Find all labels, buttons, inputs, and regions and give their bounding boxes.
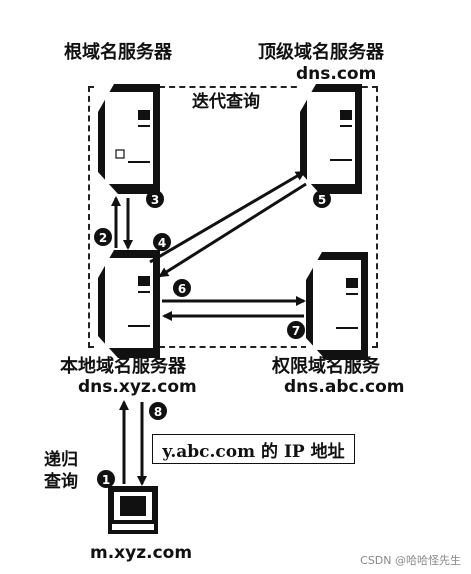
step-badge-7: 7	[287, 321, 305, 339]
svg-text:7: 7	[292, 324, 300, 338]
watermark: CSDN @哈哈怪先生	[360, 554, 461, 567]
svg-text:3: 3	[151, 193, 159, 207]
tld-server-label: 顶级域名服务器	[258, 42, 384, 63]
iterative-query-zone	[88, 86, 378, 348]
local-tld-arrows	[149, 170, 307, 278]
local-domain-label: dns.xyz.com	[78, 377, 197, 397]
root-server-label: 根域名服务器	[64, 42, 172, 63]
svg-text:6: 6	[178, 282, 186, 296]
recursive-label-line2: 查询	[44, 472, 78, 492]
svg-text:1: 1	[102, 473, 110, 487]
svg-text:5: 5	[318, 193, 326, 207]
tld-domain-label: dns.com	[296, 64, 377, 84]
host-label: m.xyz.com	[90, 543, 193, 563]
root-local-arrows	[111, 196, 133, 250]
tld-server-icon	[300, 84, 362, 194]
step-badge-1: 1	[97, 470, 115, 488]
svg-text:8: 8	[154, 405, 162, 419]
auth-server-icon	[306, 252, 368, 360]
auth-domain-label: dns.abc.com	[284, 377, 405, 397]
recursive-label-line1: 递归	[44, 450, 78, 470]
host-local-arrows	[119, 400, 147, 486]
host-computer-icon	[108, 486, 158, 534]
svg-text:2: 2	[99, 231, 107, 245]
local-server-icon	[98, 250, 160, 358]
svg-text:4: 4	[158, 236, 166, 250]
step-badge-8: 8	[149, 402, 167, 420]
local-server-label: 本地域名服务器	[60, 356, 186, 377]
root-server-icon	[98, 84, 160, 194]
step-badge-4: 4	[153, 233, 171, 251]
step-badge-2: 2	[94, 228, 112, 246]
auth-server-label: 权限域名服务	[272, 356, 380, 377]
step-badge-5: 5	[313, 190, 331, 208]
step-badge-3: 3	[146, 190, 164, 208]
step-badge-6: 6	[173, 279, 191, 297]
local-auth-arrows	[162, 296, 306, 321]
ip-answer-box: y.abc.com 的 IP 地址	[152, 434, 355, 464]
iterative-query-label: 迭代查询	[192, 92, 260, 112]
